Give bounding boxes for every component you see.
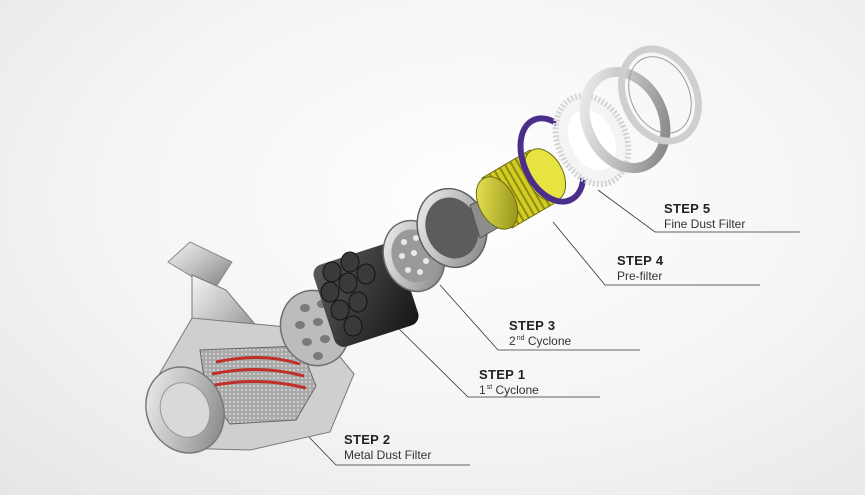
step5-label: Fine Dust Filter bbox=[664, 217, 746, 232]
callout-step5: STEP 5 Fine Dust Filter bbox=[664, 201, 745, 232]
leader-step3 bbox=[439, 284, 640, 351]
callout-step4: STEP 4 Pre-filter bbox=[617, 253, 663, 284]
leader-step5 bbox=[597, 189, 800, 233]
step4-label: Pre-filter bbox=[617, 269, 663, 284]
callout-step3: STEP 3 2nd Cyclone bbox=[509, 318, 571, 349]
step1-label-number: 1 bbox=[479, 383, 486, 398]
outer-ring-icon bbox=[579, 45, 702, 174]
step4-title: STEP 4 bbox=[617, 253, 664, 268]
step2-label: Metal Dust Filter bbox=[344, 448, 432, 463]
leader-step1 bbox=[389, 319, 600, 398]
step3-label: 2nd Cyclone bbox=[509, 334, 571, 349]
step3-label-text: Cyclone bbox=[524, 334, 572, 349]
step1-label-text: Cyclone bbox=[492, 383, 539, 398]
step3-label-sup: nd bbox=[516, 335, 525, 343]
step5-title: STEP 5 bbox=[664, 201, 711, 216]
callout-step1: STEP 1 1st Cyclone bbox=[479, 367, 539, 398]
step3-label-number: 2 bbox=[509, 334, 516, 349]
step1-title: STEP 1 bbox=[479, 367, 526, 382]
step2-title: STEP 2 bbox=[344, 432, 391, 447]
step3-title: STEP 3 bbox=[509, 318, 556, 333]
callout-step2: STEP 2 Metal Dust Filter bbox=[344, 432, 431, 463]
step1-label: 1st Cyclone bbox=[479, 383, 539, 398]
leader-step4 bbox=[552, 221, 760, 286]
step1-label-sup: st bbox=[486, 384, 493, 392]
